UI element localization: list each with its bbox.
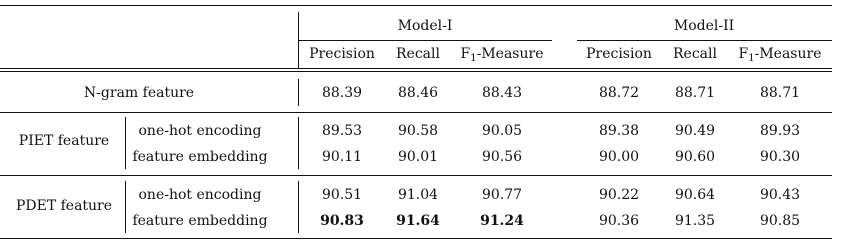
table-cell: 90.11: [321, 149, 363, 165]
model2-header: Model-II: [673, 18, 735, 34]
table-cell: 90.05: [481, 123, 523, 139]
table-cell: 90.49: [674, 123, 716, 139]
pdet-onehot-label: one-hot encoding: [138, 187, 262, 203]
ngram-rule: [0, 112, 832, 114]
table-cell: 90.51: [321, 187, 363, 203]
table-cell: 88.46: [397, 85, 439, 101]
bottom-rule: [0, 238, 832, 240]
sub-divider-pdet: [125, 181, 127, 233]
header-rule-2: [0, 71, 832, 73]
table-cell: 90.56: [481, 149, 523, 165]
model2-underline: [577, 40, 832, 42]
table-cell: 88.71: [674, 85, 716, 101]
table-cell: 90.22: [598, 187, 640, 203]
table-cell: 90.85: [759, 213, 801, 229]
table-cell: 90.36: [598, 213, 640, 229]
table-cell: 89.38: [598, 123, 640, 139]
table-cell: 90.64: [674, 187, 716, 203]
pdet-embedding-label: feature embedding: [132, 213, 268, 229]
label-divider-header: [298, 12, 300, 69]
table-cell: 90.60: [674, 149, 716, 165]
m1-precision-header: Precision: [309, 46, 375, 62]
m2-f1-header: F1-Measure: [738, 46, 822, 64]
table-cell: 90.43: [759, 187, 801, 203]
table-cell-best: 91.24: [480, 213, 524, 229]
sub-divider-piet: [125, 117, 127, 169]
header-rule-1: [0, 68, 832, 70]
top-rule: [0, 5, 832, 7]
m1-recall-header: Recall: [396, 46, 440, 62]
model1-underline: [299, 40, 552, 42]
m1-f1-header: F1-Measure: [460, 46, 544, 64]
piet-label: PIET feature: [18, 133, 110, 149]
ngram-label: N-gram feature: [83, 85, 195, 101]
table-cell: 91.04: [397, 187, 439, 203]
model1-header: Model-I: [397, 18, 453, 34]
table-cell: 90.30: [759, 149, 801, 165]
piet-rule: [0, 175, 832, 177]
table-cell: 88.39: [321, 85, 363, 101]
table-cell: 90.58: [397, 123, 439, 139]
pdet-label: PDET feature: [15, 198, 113, 214]
m2-precision-header: Precision: [586, 46, 652, 62]
table-cell: 91.35: [674, 213, 716, 229]
table-cell: 88.72: [598, 85, 640, 101]
table-cell-best: 90.83: [320, 213, 364, 229]
label-divider-ngram: [298, 79, 300, 106]
m2-recall-header: Recall: [673, 46, 717, 62]
table-cell: 90.01: [397, 149, 439, 165]
table-cell: 90.00: [598, 149, 640, 165]
table-cell: 89.93: [759, 123, 801, 139]
label-divider-piet: [298, 117, 300, 169]
piet-onehot-label: one-hot encoding: [138, 123, 262, 139]
table-cell-best: 91.64: [396, 213, 440, 229]
piet-embedding-label: feature embedding: [132, 149, 268, 165]
table-cell: 90.77: [481, 187, 523, 203]
table-cell: 89.53: [321, 123, 363, 139]
label-divider-pdet: [298, 181, 300, 233]
table-cell: 88.71: [759, 85, 801, 101]
table-cell: 88.43: [481, 85, 523, 101]
